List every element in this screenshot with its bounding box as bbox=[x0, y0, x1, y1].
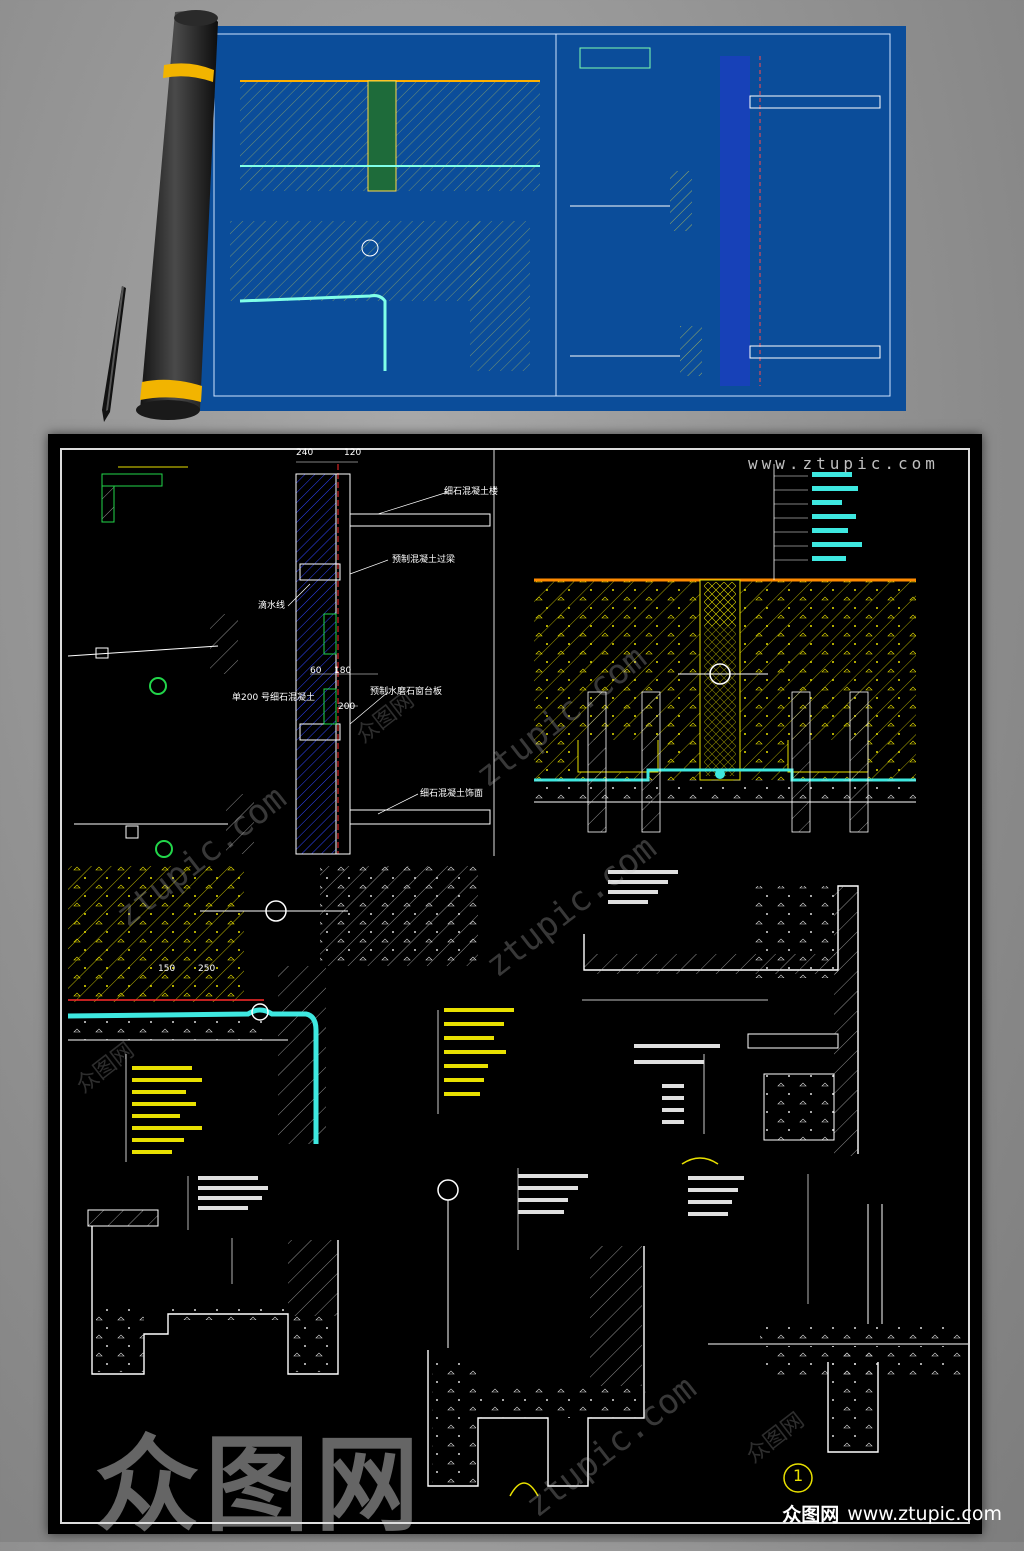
label-single-200: 单200 号细石混凝土 bbox=[232, 693, 316, 703]
dim-120: 120 bbox=[344, 448, 362, 458]
watermark-url-top: www.ztupic.com bbox=[748, 454, 939, 473]
dim-240: 240 bbox=[296, 448, 314, 458]
dim-60: 60 bbox=[310, 666, 322, 676]
stylus-pen-icon bbox=[102, 286, 126, 422]
blueprint-poster bbox=[200, 26, 906, 411]
label-precast-sill: 预制水磨石窗台板 bbox=[370, 687, 443, 697]
parapet-detail bbox=[582, 870, 859, 1156]
foundation-pit-details bbox=[87, 1157, 968, 1497]
cad-drawings bbox=[67, 448, 968, 1497]
dim-250: 250 bbox=[198, 964, 216, 974]
footer-brand-name[interactable]: 众图网 bbox=[782, 1504, 840, 1526]
label-precast-lintel: 预制混凝土过梁 bbox=[392, 555, 456, 565]
sheet-border bbox=[60, 448, 970, 1524]
dim-150: 150 bbox=[158, 964, 176, 974]
footer-brand[interactable]: 众图网 www.ztupic.com bbox=[782, 1500, 1002, 1527]
label-drip-line: 滴水线 bbox=[258, 601, 286, 611]
watermark-big-logo: 众图网 bbox=[95, 1424, 426, 1546]
dim-200: 200 bbox=[338, 702, 356, 712]
detail-number: 1 bbox=[793, 1466, 804, 1485]
label-fine-stone-face: 细石混凝土饰面 bbox=[420, 789, 484, 799]
cad-sheet: 240 120 细石混凝土楼 预制混凝土过梁 滴水线 60 180 200 单2… bbox=[48, 434, 982, 1534]
waterproof-corner-detail bbox=[67, 866, 514, 1162]
footer-brand-url[interactable]: www.ztupic.com bbox=[847, 1502, 1002, 1525]
dim-180: 180 bbox=[334, 666, 352, 676]
poster-roll-tube bbox=[136, 10, 218, 420]
label-fine-stone-floor: 细石混凝土楼 bbox=[444, 487, 499, 497]
window-sill-detail bbox=[67, 461, 491, 858]
expansion-joint-detail bbox=[534, 464, 916, 833]
